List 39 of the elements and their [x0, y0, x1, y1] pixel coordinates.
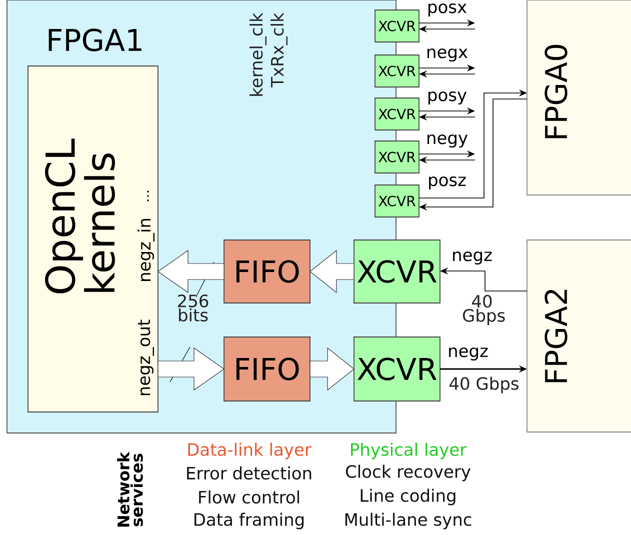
transceiver-box: XCVR — [374, 184, 420, 218]
fifo-box: FIFO — [224, 336, 310, 402]
port-label: negz_in — [138, 218, 154, 281]
port-label: ... — [147, 190, 149, 202]
transceiver-box: XCVR — [374, 98, 420, 130]
speed-label: 40 Gbps — [450, 376, 518, 394]
transceiver-box: XCVR — [374, 54, 420, 88]
edge-label: posx — [426, 2, 468, 18]
edge-label: negz — [446, 346, 490, 362]
fifo-box: FIFO — [224, 240, 310, 304]
function-label: Data framing — [194, 512, 304, 530]
clock-label: TxRx_clk — [270, 12, 288, 88]
edge-label: posz — [426, 175, 468, 191]
transceiver-box: XCVR — [354, 336, 440, 402]
function-label: Flow control — [199, 490, 299, 504]
transceiver-box: XCVR — [374, 10, 420, 42]
function-label: Clock recovery — [346, 464, 470, 482]
transceiver-box: XCVR — [374, 140, 420, 174]
edge-label: negz — [450, 250, 494, 266]
block-arrow — [157, 250, 224, 294]
side-label: Network services — [117, 452, 143, 527]
edge-label: negx — [424, 47, 470, 63]
layer-heading: Data-link layer — [188, 442, 312, 460]
fpga-box: FPGA2 — [526, 240, 631, 432]
port-label: negz_out — [138, 320, 154, 396]
speed-label: 40 Gbps — [462, 294, 505, 326]
bus-width-label: 256 bits — [178, 294, 208, 322]
function-label: Line coding — [360, 488, 456, 506]
function-label: Multi-lane sync — [345, 512, 472, 530]
transceiver-box: XCVR — [354, 240, 440, 304]
block-arrow — [310, 250, 354, 294]
block-arrow — [158, 347, 225, 391]
function-label: Error detection — [187, 466, 312, 480]
edge-label: posy — [426, 90, 468, 106]
clock-label: kernel_clk — [250, 12, 266, 96]
layer-heading: Physical layer — [351, 442, 467, 460]
fpga-box: FPGA0 — [526, 0, 631, 196]
block-arrow — [310, 347, 354, 391]
edge-label: negy — [424, 133, 470, 149]
